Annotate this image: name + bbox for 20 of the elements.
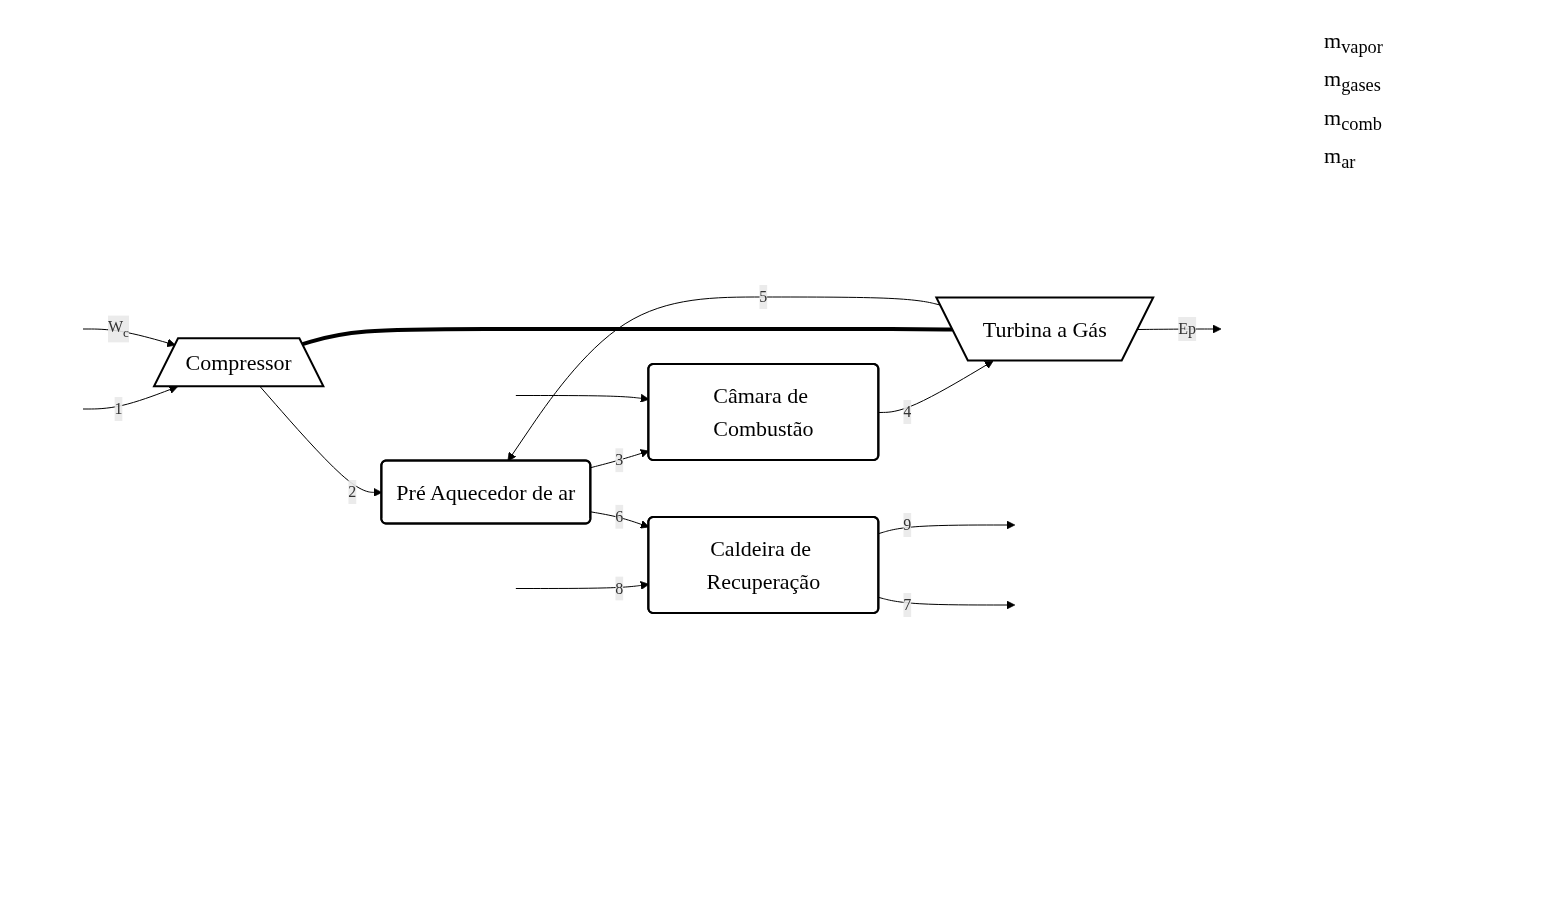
edge-label: W$_{c}$ <box>108 317 130 340</box>
edge-label: 5 <box>759 287 768 305</box>
arrow <box>878 596 1016 609</box>
edge-label: 6 <box>615 507 624 525</box>
flow-label: m$_{comb}$ <box>1324 104 1383 136</box>
edge-label: 4 <box>903 402 912 420</box>
flow-label: m$_{gases}$ <box>1324 66 1382 97</box>
edge-label: 2 <box>348 482 357 500</box>
edge-label: 7 <box>903 595 912 613</box>
arrow <box>507 296 941 461</box>
edge-label: 8 <box>615 579 624 596</box>
edge-label: 3 <box>615 450 624 468</box>
edge-label: Ep <box>1178 319 1196 337</box>
edge-label: 9 <box>903 515 912 533</box>
arrow <box>878 360 994 413</box>
edge-label: 1 <box>114 399 123 417</box>
flow-label: m$_{vapor}$ <box>1324 28 1384 59</box>
connector <box>302 326 953 346</box>
arrow <box>878 520 1016 534</box>
flow-label: m$_{ar}$ <box>1324 143 1357 174</box>
